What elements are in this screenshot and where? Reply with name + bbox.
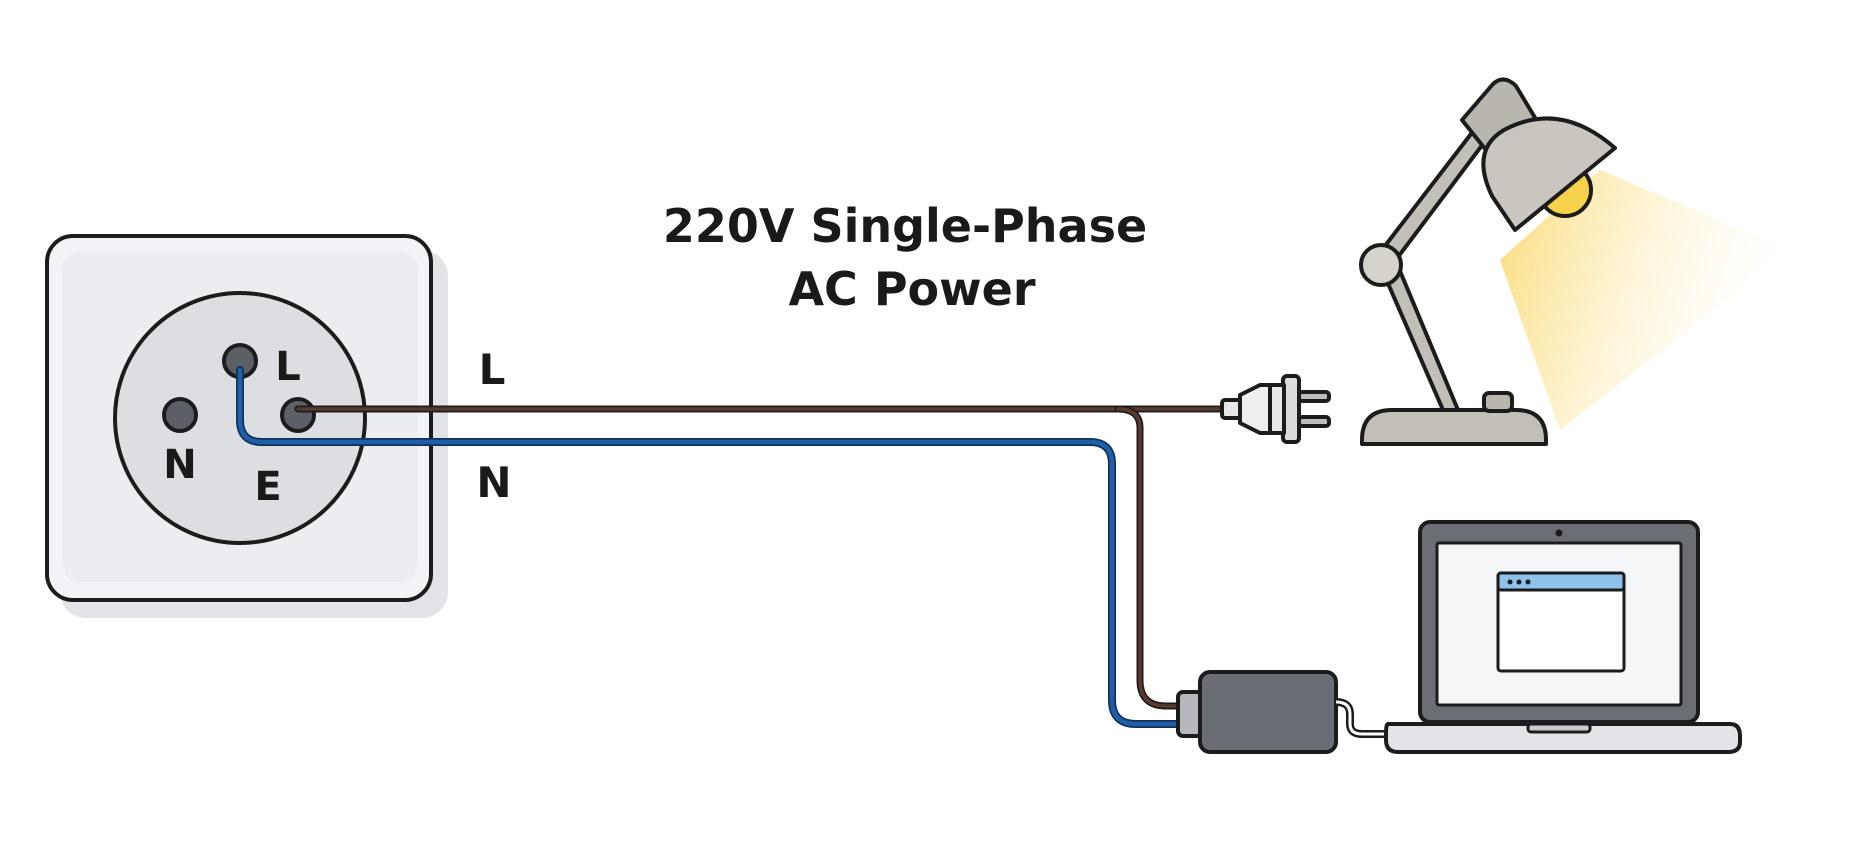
lamp-base [1360,408,1548,446]
laptop-base [1384,722,1742,754]
live-wire [294,405,1232,710]
pin-label-live: L [275,344,301,390]
power-adapter-icon [1176,670,1386,754]
desk-lamp-icon [1359,77,1617,446]
title-line-1: 220V Single-Phase [663,199,1147,253]
lamp-shade [1481,116,1617,232]
diagram-title: 220V Single-Phase AC Power [663,199,1147,316]
wire-label-neutral: N [476,458,511,507]
power-plug-icon [1220,374,1331,444]
pin-label-earth: E [254,464,281,510]
lamp-joint [1359,243,1403,287]
lamp-switch [1482,391,1514,413]
pin-label-neutral: N [163,442,196,488]
lamp-upper-arm [1376,128,1488,267]
live-pin-hole [280,397,316,433]
title-line-2: AC Power [788,262,1035,316]
neutral-wire [236,366,1204,728]
neutral-pin-hole [162,397,198,433]
laptop-icon [1384,520,1742,754]
wire-label-live: L [479,345,506,394]
light-beam [1500,170,1790,430]
app-window-icon [1496,571,1626,673]
wall-socket-icon: L N E [45,234,448,618]
